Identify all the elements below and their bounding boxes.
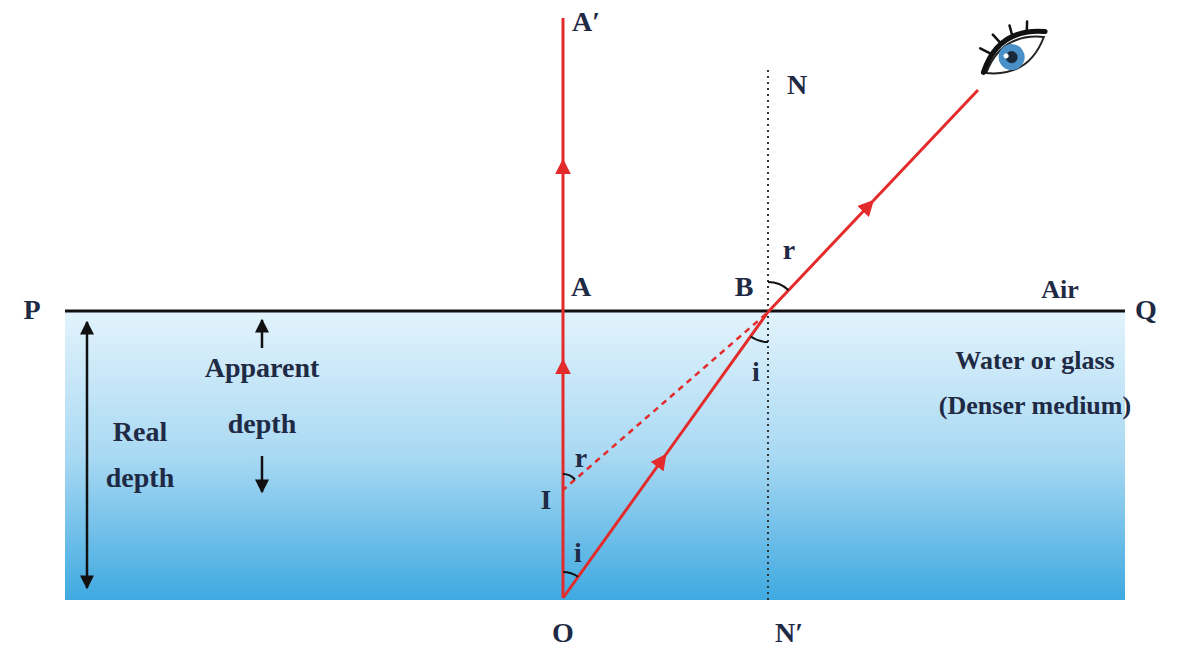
virtual-ray xyxy=(563,314,766,490)
angle-label: r xyxy=(575,443,587,474)
point-label: N′ xyxy=(775,618,803,649)
angle-label: i xyxy=(752,357,760,388)
depth-label: Real depth xyxy=(90,409,190,501)
surface-line xyxy=(65,310,1125,313)
point-label: O xyxy=(552,618,574,649)
point-label: Q xyxy=(1135,295,1157,326)
depth-label: Apparent depth xyxy=(177,340,347,452)
real-depth-arrow xyxy=(86,322,89,588)
angle-label: i xyxy=(574,538,582,569)
medium-label: Air xyxy=(1041,276,1079,305)
refracted-ray xyxy=(768,90,978,312)
point-label: A′ xyxy=(572,7,600,38)
point-label: I xyxy=(541,485,552,516)
normal-line xyxy=(767,70,769,600)
angle-arcs xyxy=(563,282,789,577)
point-label: P xyxy=(23,295,40,326)
incident-ray xyxy=(563,312,768,598)
medium-label: Water or glass (Denser medium) xyxy=(915,338,1155,428)
apparent-depth-arrow-down xyxy=(261,456,264,492)
apparent-depth-arrow-up xyxy=(261,320,264,348)
angle-label: r xyxy=(783,235,795,266)
vertical-ray xyxy=(562,18,565,598)
point-label: B xyxy=(735,272,754,303)
point-label: A xyxy=(571,272,591,303)
eye-icon xyxy=(969,10,1054,85)
point-label: N xyxy=(787,70,807,101)
